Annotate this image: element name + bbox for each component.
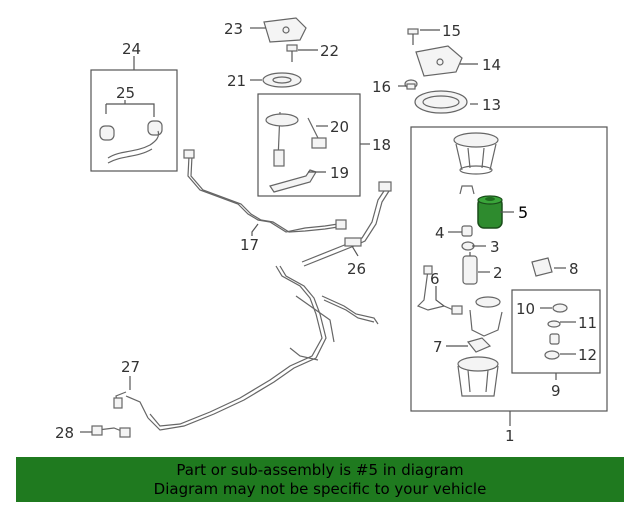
callout-24: 24 (122, 40, 141, 58)
part-16-grommet[interactable] (404, 79, 418, 90)
pump-reservoir[interactable] (469, 296, 503, 337)
part-21-lock-ring[interactable] (262, 72, 302, 88)
callout-16: 16 (372, 78, 391, 96)
callout-13: 13 (482, 96, 501, 114)
callout-28: 28 (55, 424, 74, 442)
pump-hose-bracket[interactable] (459, 185, 475, 195)
callout-9: 9 (551, 382, 561, 400)
callout-17: 17 (240, 236, 259, 254)
callout-14: 14 (482, 56, 501, 74)
banner-line-1: Part or sub-assembly is #5 in diagram (176, 461, 464, 479)
callout-26: 26 (347, 260, 366, 278)
part-22-bolt[interactable] (286, 44, 298, 62)
callout-4: 4 (435, 224, 445, 242)
callout-15: 15 (442, 22, 461, 40)
part-27-fitting[interactable] (113, 391, 127, 409)
part-5-fuel-filter-highlighted[interactable] (477, 195, 503, 229)
callout-7: 7 (433, 338, 443, 356)
part-14-cover-plate[interactable] (415, 45, 463, 77)
banner-background (16, 457, 624, 502)
callout-5[interactable]: 5 (518, 203, 528, 222)
part-12-o-ring[interactable] (544, 350, 560, 360)
part-7-bracket[interactable] (466, 337, 492, 353)
callout-6: 6 (430, 270, 440, 288)
part-26-filler-pipe[interactable] (301, 181, 392, 267)
part-4-grommet[interactable] (461, 225, 473, 237)
part-13-seal-ring[interactable] (414, 90, 468, 114)
callout-20: 20 (330, 118, 349, 136)
part-2-fuel-pump[interactable] (462, 252, 478, 285)
callout-22: 22 (320, 42, 339, 60)
callout-18: 18 (372, 136, 391, 154)
callout-12: 12 (578, 346, 597, 364)
part-20-level-sender[interactable] (265, 111, 327, 167)
part-28-connector[interactable] (91, 425, 131, 438)
callout-23: 23 (224, 20, 243, 38)
part-10-seal[interactable] (552, 303, 568, 313)
part-8-sensor[interactable] (531, 257, 553, 277)
callout-21: 21 (227, 72, 246, 90)
callout-10: 10 (516, 300, 535, 318)
part-25-clips[interactable] (99, 103, 163, 164)
fuel-brake-line-network[interactable] (125, 265, 379, 431)
callout-8: 8 (569, 260, 579, 278)
callout-3: 3 (490, 238, 500, 256)
info-banner: Part or sub-assembly is #5 in diagram Di… (16, 457, 624, 502)
part-23-cover-plate[interactable] (263, 17, 307, 43)
callout-25: 25 (116, 84, 135, 102)
part-17-fuel-line[interactable] (183, 149, 347, 233)
callout-2: 2 (493, 264, 503, 282)
banner-line-2: Diagram may not be specific to your vehi… (153, 480, 487, 498)
leader-lines (80, 27, 576, 433)
part-6-wiring-harness[interactable] (416, 265, 463, 315)
callout-19: 19 (330, 164, 349, 182)
group-box-18 (257, 93, 361, 197)
pump-module-top[interactable] (453, 132, 499, 175)
callout-27: 27 (121, 358, 140, 376)
part-pressure-regulator[interactable] (549, 333, 560, 345)
pump-bucket[interactable] (457, 356, 499, 397)
part-11-o-ring[interactable] (547, 320, 561, 328)
callout-1: 1 (505, 427, 515, 445)
part-19-sender-arm[interactable] (269, 169, 317, 193)
callout-11: 11 (578, 314, 597, 332)
part-15-screw[interactable] (407, 28, 419, 45)
group-box-1 (410, 126, 608, 412)
